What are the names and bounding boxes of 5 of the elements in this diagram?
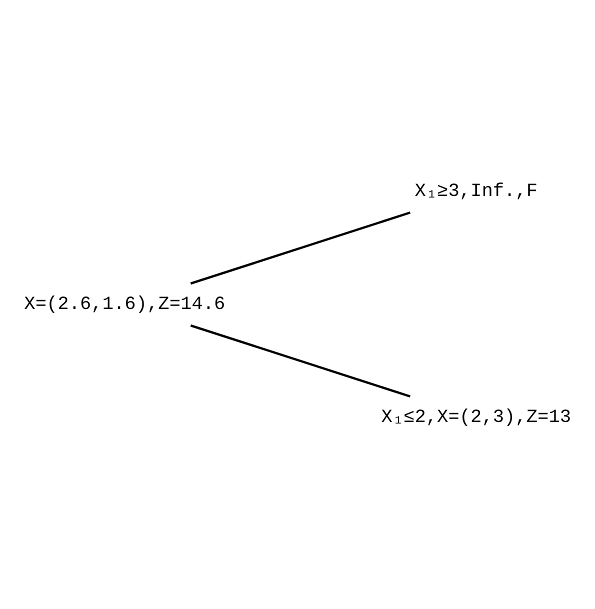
node-text: X=(2.6,1.6),Z=14.6 (24, 292, 226, 315)
node-text: X₁≥3,Inf.,F (414, 180, 538, 202)
node-text: X₁≤2,X=(2,3),Z=13 (381, 406, 572, 428)
connector (190, 211, 411, 285)
connector (190, 324, 411, 398)
